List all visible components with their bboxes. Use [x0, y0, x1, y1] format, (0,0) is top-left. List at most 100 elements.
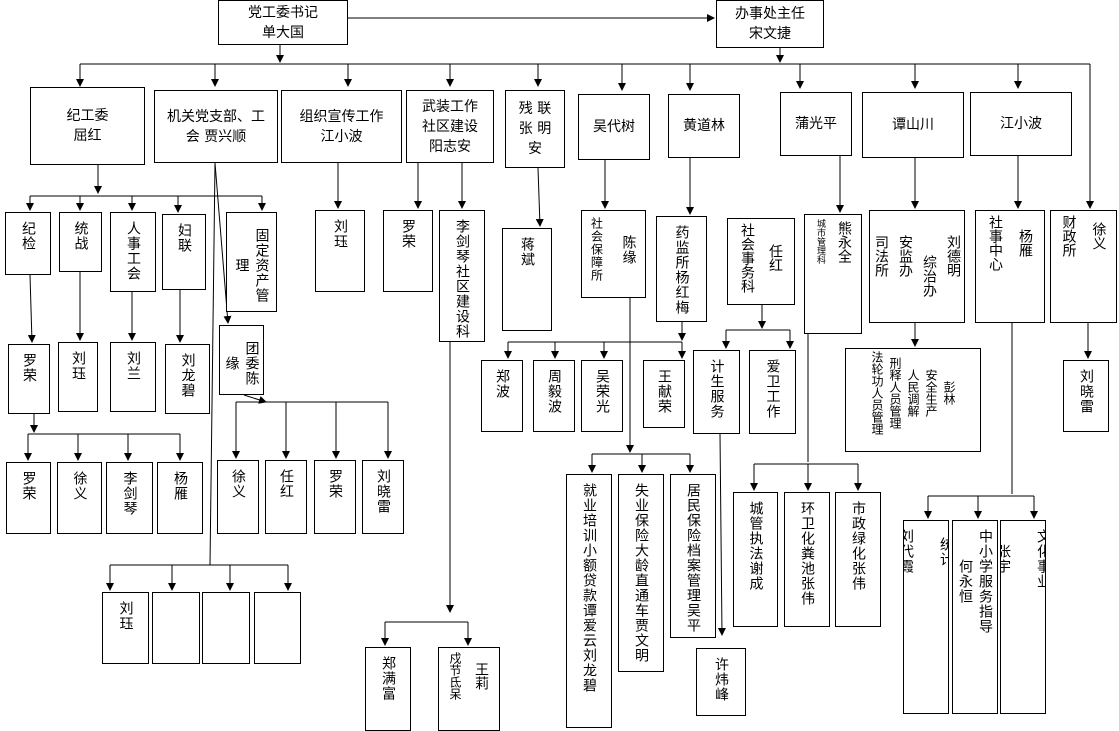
renhong-box: 任红 社会事务科: [727, 218, 795, 305]
xiongyongquan-box: 熊永全 城市管理科: [804, 214, 862, 334]
wuzhuang-box: 武装工作 社区建设 阳志安: [406, 90, 494, 163]
luorong1-box: 罗荣: [383, 210, 433, 292]
puguangping-box: 蒲光平: [780, 92, 852, 156]
shehui-shiwu-label: 社会事务科: [739, 223, 755, 293]
tuanwei-box: 团委陈缘: [219, 325, 264, 395]
lijianqin-box: 李剑琴社区建设科: [439, 210, 485, 342]
tanshanchuan-label: 谭山川: [892, 117, 934, 133]
wurongguang-label: 吴荣光: [594, 369, 610, 414]
jijian-box: 纪检: [5, 212, 51, 275]
xuyi-b-box: 徐义: [57, 462, 102, 534]
canlian-label: 残 联 张 明 安: [518, 101, 552, 157]
luorong-a-box: 罗荣: [8, 344, 50, 414]
liuxiaolei-a-box: 刘晓雷: [1063, 360, 1109, 432]
fulian-box: 妇联: [162, 214, 206, 290]
chengguan-box: 城管执法谢成: [733, 492, 778, 627]
yaojian-box: 药监所杨红梅: [656, 216, 707, 322]
luorong-b-label: 罗荣: [20, 471, 37, 501]
tuanwei-label: 团委陈缘: [223, 340, 260, 386]
chengshi-guanli-label: 城市管理科: [815, 219, 825, 264]
party-secretary-box: 党工委书记 单大国: [218, 0, 348, 45]
puguangping-label: 蒲光平: [795, 116, 837, 132]
shiye-label: 失业保险大龄直通车贾文明: [633, 483, 649, 663]
tongzhan-box: 统战: [59, 212, 102, 272]
xingshi-label: 刑释人员管理: [888, 357, 902, 429]
wangli-name: 王莉: [473, 662, 489, 690]
aiwei-label: 爱卫工作: [764, 359, 781, 419]
renhong-c-box: 任红: [265, 460, 307, 534]
xuweifeng-box: 许炜峰: [696, 648, 746, 716]
xiongyongquan-name: 熊永全: [836, 220, 852, 263]
caizheng-label: 财政所: [1060, 215, 1077, 257]
anquan-shengchan-label: 安全生产: [924, 369, 938, 417]
zhouyibo-label: 周毅波: [546, 369, 562, 414]
connector-lines: [24, 14, 1094, 646]
jiguan-box: 机关党支部、工 会 贾兴顺: [154, 90, 278, 163]
renshi-label: 人事工会: [125, 221, 141, 281]
wenhua-box: 文化事业 张宇: [1000, 520, 1046, 714]
zhengman-box: 郑满富: [365, 647, 411, 731]
liujue1-label: 刘珏: [332, 219, 348, 249]
sifa-box: 司法所 安监办 综治办 刘德明: [869, 210, 965, 323]
jiangxiaobo2-box: 江小波: [970, 92, 1072, 156]
wudaishu-box: 吴代树: [578, 94, 650, 160]
zhengman-label: 郑满富: [380, 656, 396, 701]
renmin-tiaojie-label: 人民调解: [906, 369, 920, 417]
liujue-a-label: 刘珏: [70, 351, 86, 381]
lijianqin-b-label: 李剑琴: [121, 471, 138, 516]
wenhua-label: 文化事业 张宇: [1000, 529, 1046, 589]
xuyi-b-label: 徐义: [71, 471, 88, 501]
tongji-box: 统计 刘代霞: [903, 520, 949, 714]
xuyi-c-label: 徐义: [230, 469, 246, 499]
liudeming-label: 刘德明: [945, 235, 961, 277]
zongzhi-label: 综治办: [921, 255, 937, 297]
shizheng-box: 市政绿化张伟: [835, 492, 881, 627]
xuyi-c-box: 徐义: [217, 460, 259, 534]
aiwei-box: 爱卫工作: [749, 350, 796, 434]
shezhu-label: 社事中心: [987, 215, 1003, 271]
chenyuan-name: 陈缘: [620, 234, 637, 265]
shebao-label: 社会保障所: [589, 217, 604, 282]
liuxiaolei-b-box: 刘晓雷: [362, 460, 404, 534]
penglin-label: 彭林: [942, 381, 956, 405]
jiangxiaobo2-label: 江小波: [1000, 116, 1042, 132]
zhouyibo-box: 周毅波: [533, 360, 575, 432]
huanwei-box: 环卫化粪池张伟: [784, 492, 830, 627]
wurongguang-box: 吴荣光: [581, 360, 623, 432]
liujue-c-box: 刘珏: [102, 592, 149, 664]
jisheng-label: 计生服务: [708, 359, 725, 419]
liulongbi-label: 刘龙碧: [179, 353, 196, 398]
wuzhuang-label: 武装工作 社区建设 阳志安: [422, 98, 478, 155]
lijianqin-label: 李剑琴社区建设科: [454, 219, 470, 339]
zhengbo-label: 郑波: [494, 369, 510, 399]
jijian-label: 纪检: [20, 221, 36, 251]
zhengbo-box: 郑波: [481, 360, 523, 432]
liujue1-box: 刘珏: [315, 210, 365, 292]
jiangbin-label: 蒋斌: [519, 237, 535, 267]
yangyan-b-box: 杨雁: [157, 462, 203, 534]
liulongbi-box: 刘龙碧: [165, 344, 210, 414]
zhongxiao-label: 中小学服务指导 何永恒: [957, 529, 993, 634]
office-director-box: 办事处主任 宋文捷: [716, 0, 824, 48]
renhong-c-label: 任红: [278, 469, 294, 499]
huanwei-label: 环卫化粪池张伟: [799, 501, 815, 606]
tongzhan-label: 统战: [72, 221, 89, 251]
tongji-label: 统计 刘代霞: [903, 529, 949, 574]
caizheng-box: 财政所 徐义: [1050, 210, 1117, 323]
huangdaolin-box: 黄道林: [668, 94, 740, 158]
guding-label: 固定资产管理: [233, 227, 270, 303]
lijianqin-b-box: 李剑琴: [106, 462, 153, 534]
fulian-label: 妇联: [176, 223, 192, 253]
anjian-label: 安监办: [897, 235, 913, 277]
luorong-a-label: 罗荣: [21, 353, 37, 383]
luorong-c-box: 罗荣: [314, 460, 356, 534]
liulan-box: 刘兰: [110, 342, 156, 412]
liujue-c-label: 刘珏: [117, 601, 134, 631]
office-director-label: 办事处主任 宋文捷: [735, 6, 805, 42]
shezhu-box: 社事中心 杨雁: [975, 210, 1045, 323]
xuyi2-label: 徐义: [1090, 222, 1107, 250]
falungong-label: 法轮功人员管理: [870, 351, 884, 435]
shizheng-label: 市政绿化张伟: [850, 501, 866, 591]
party-secretary-label: 党工委书记 单大国: [248, 4, 318, 41]
jiangbin-box: 蒋斌: [502, 228, 552, 331]
